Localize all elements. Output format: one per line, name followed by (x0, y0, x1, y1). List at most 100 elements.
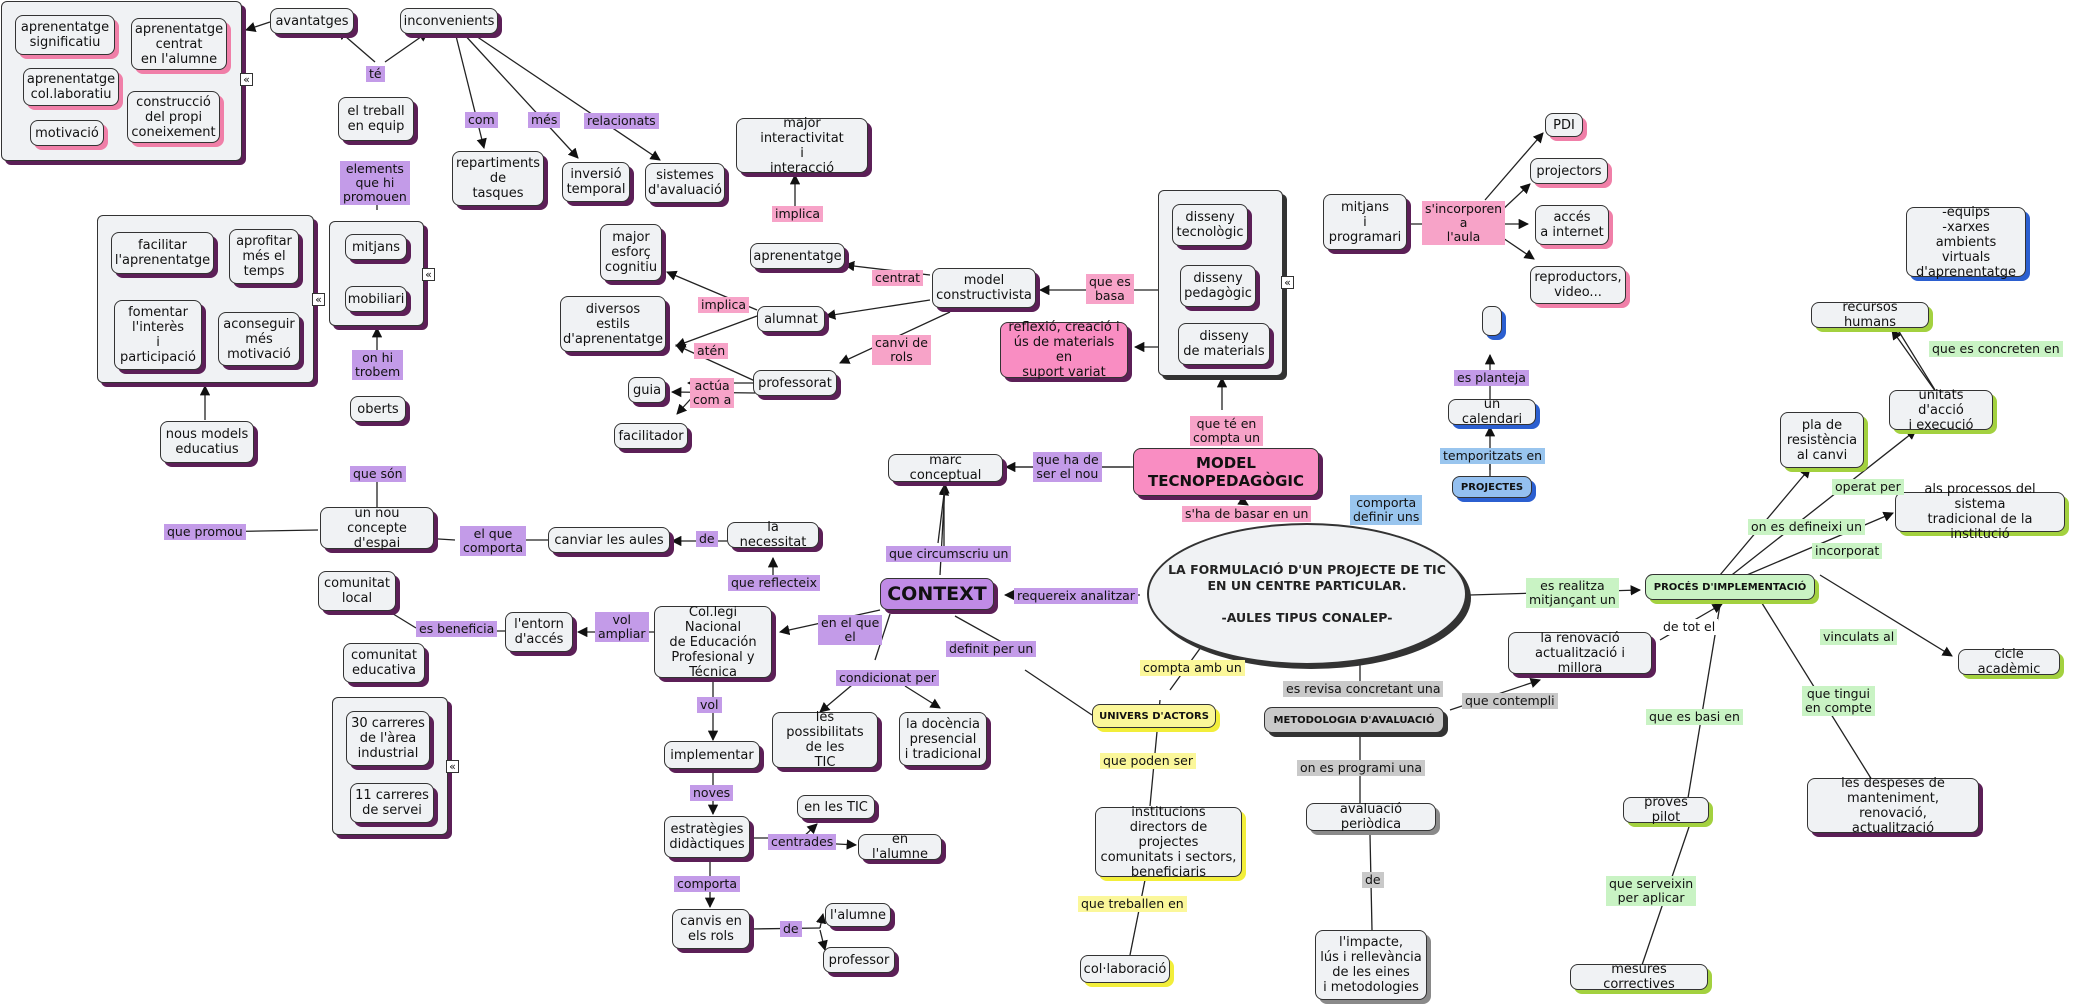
proces-node[interactable]: PROCÉS D'IMPLEMENTACIÓ (1645, 574, 1815, 600)
pla-resistencia[interactable]: pla de resistència al canvi (1780, 412, 1864, 468)
univers-node[interactable]: UNIVERS D'ACTORS (1092, 704, 1216, 728)
renovacio[interactable]: la renovació actualització i millora (1508, 631, 1652, 676)
diversos-estils[interactable]: diversos estils d'aprenentatge (560, 296, 666, 352)
carreres-30[interactable]: 30 carreres de l'àrea industrial (346, 711, 430, 766)
label-vol-ampliar: vol ampliar (595, 612, 649, 642)
label-te: té (366, 66, 385, 82)
aprenentatge[interactable]: aprenentatge (750, 243, 845, 269)
aprenentatge-centrat[interactable]: aprenentatge centrat en l'alumne (131, 18, 227, 70)
en-les-tic[interactable]: en les TIC (797, 795, 875, 819)
avantatges[interactable]: avantatges (270, 8, 354, 34)
aprenentatge-significatiu[interactable]: aprenentatge significatiu (15, 15, 115, 55)
collapse-icon[interactable]: « (1281, 276, 1294, 289)
institucions[interactable]: institucions directors de projectes comu… (1095, 805, 1242, 880)
label-incorporat: incorporat (1812, 543, 1883, 559)
pdi[interactable]: PDI (1545, 113, 1583, 137)
label-implica: implica (772, 206, 824, 222)
avaluacio-periodica[interactable]: avaluació periòdica (1306, 802, 1436, 832)
implementar[interactable]: implementar (664, 741, 760, 769)
central-topic[interactable]: LA FORMULACIÓ D'UN PROJECTE DE TIC EN UN… (1147, 523, 1467, 665)
alumnat[interactable]: alumnat (757, 306, 825, 332)
mesures-correctives[interactable]: mesures correctives (1570, 962, 1708, 992)
motivacio[interactable]: motivació (30, 120, 104, 146)
label-que-serveixin: que serveixin per aplicar (1606, 876, 1697, 906)
comunitat-local[interactable]: comunitat local (318, 571, 396, 611)
major-interactivitat[interactable]: major interactivitat i interacció (736, 116, 868, 176)
projectes-node[interactable]: PROJECTES (1452, 476, 1532, 498)
label-que-es-basa: que es basa (1086, 274, 1134, 304)
docencia-presencial[interactable]: la docència presencial i tradicional (899, 712, 987, 766)
empty-node[interactable] (1482, 306, 1502, 336)
label-es-planteja: es planteja (1454, 370, 1529, 386)
canvis-rols[interactable]: canvis en els rols (672, 909, 750, 949)
model-node[interactable]: MODEL TECNOPEDAGÒGIC (1133, 448, 1319, 496)
comunitat-educativa[interactable]: comunitat educativa (343, 643, 425, 683)
calendari[interactable]: un calendari (1448, 397, 1536, 427)
colegi-nacional[interactable]: Col.legi Nacional de Educación Profesion… (654, 605, 772, 680)
inconvenients[interactable]: inconvenients (400, 8, 498, 34)
reproductors[interactable]: reproductors, video... (1530, 266, 1626, 304)
equips-xarxes[interactable]: -equips -xarxes ambients virtuals d'apre… (1906, 205, 2026, 280)
entorn-acces[interactable]: l'entorn d'accés (505, 612, 573, 652)
facilitador[interactable]: facilitador (614, 423, 688, 449)
cicle-academic[interactable]: cicle acadèmic (1958, 647, 2060, 677)
treball-equip[interactable]: el treball en equip (338, 97, 414, 141)
professor[interactable]: professor (823, 947, 895, 973)
recursos-humans[interactable]: recursos humans (1811, 300, 1929, 330)
estrategies-didactiques[interactable]: estratègies didàctiques (664, 816, 750, 858)
acces-internet[interactable]: accés a internet (1535, 205, 1609, 245)
label-implica-2: implica (698, 297, 750, 313)
guia[interactable]: guia (628, 377, 666, 403)
fomentar-interes[interactable]: fomentar l'interès i participació (114, 300, 202, 370)
sistemes-avaluacio[interactable]: sistemes d'avaluació (645, 163, 725, 203)
model-constructivista[interactable]: model constructivista (932, 268, 1036, 308)
major-esforc[interactable]: major esforç cognitiu (600, 224, 662, 281)
colaboracio[interactable]: col·laboració (1080, 955, 1170, 983)
marc-conceptual[interactable]: marc conceptual (888, 453, 1003, 483)
professorat[interactable]: professorat (753, 370, 837, 396)
aconseguir-motivacio[interactable]: aconseguir més motivació (218, 312, 300, 366)
label-que-te-en-compta: que té en compta un (1190, 416, 1264, 446)
collapse-icon[interactable]: « (422, 268, 435, 281)
mitjans-item[interactable]: mitjans (345, 234, 407, 260)
proves-pilot[interactable]: proves pilot (1623, 795, 1709, 825)
context-node[interactable]: CONTEXT (880, 578, 994, 610)
nous-models[interactable]: nous models educatius (160, 421, 254, 463)
label-relacionats: relacionats (584, 113, 659, 129)
alumne[interactable]: l'alumne (825, 903, 891, 927)
necessitat[interactable]: la necessitat (727, 520, 819, 550)
aprofitar-temps[interactable]: aprofitar més el temps (229, 229, 299, 284)
label-que-treballen: que treballen en (1078, 896, 1187, 912)
mobiliari-item[interactable]: mobiliari (345, 286, 407, 312)
label-que-circumscriu: que circumscriu un (886, 546, 1012, 562)
inversio-temporal[interactable]: inversió temporal (562, 162, 630, 202)
en-alumne[interactable]: en l'alumne (858, 832, 942, 862)
impacte-eines[interactable]: l'impacte, lús i rellevància de les eine… (1315, 930, 1427, 1000)
possibilitats-tic[interactable]: les possibilitats de les TIC (772, 710, 878, 770)
despeses[interactable]: les despeses de manteniment, renovació, … (1807, 776, 1979, 836)
repartiments-tasques[interactable]: repartiments de tasques (452, 151, 544, 206)
metodologia-node[interactable]: METODOLOGIA D'AVALUACIÓ (1264, 707, 1444, 733)
label-sincorporen: s'incorporen a l'aula (1422, 201, 1506, 245)
collapse-icon[interactable]: « (312, 293, 325, 306)
disseny-materials[interactable]: disseny de materials (1178, 323, 1270, 365)
canviar-aules[interactable]: canviar les aules (548, 527, 670, 553)
mitjans-programari[interactable]: mitjans i programari (1323, 194, 1407, 250)
carreres-11[interactable]: 11 carreres de servei (350, 783, 434, 823)
disseny-pedagogic[interactable]: disseny pedagògic (1180, 265, 1256, 307)
construccio-coneixement[interactable]: construcció del propi coneixement (127, 91, 220, 143)
unitats-accio[interactable]: unitats d'acció i execució (1889, 388, 1993, 433)
projectors[interactable]: projectors (1530, 158, 1608, 184)
disseny-tecnologic[interactable]: disseny tecnològic (1172, 204, 1248, 246)
nou-concepte[interactable]: un nou concepte d'espai (320, 506, 434, 551)
label-que-son: que són (350, 466, 406, 482)
facilitar-aprenentatge[interactable]: facilitar l'aprenentatge (111, 232, 214, 274)
oberts[interactable]: oberts (350, 396, 406, 422)
processos-sistema[interactable]: als processos del sistema tradicional de… (1895, 482, 2065, 542)
reflexio-materials[interactable]: reflexió, creació i ús de materials en s… (1000, 320, 1128, 380)
collapse-icon[interactable]: « (240, 73, 253, 86)
label-compta-amb: compta amb un (1140, 660, 1245, 676)
aprenentatge-colaboratiu[interactable]: aprenentatge col.laboratiu (23, 68, 119, 106)
collapse-icon[interactable]: « (446, 760, 459, 773)
label-operat-per: operat per (1832, 479, 1904, 495)
